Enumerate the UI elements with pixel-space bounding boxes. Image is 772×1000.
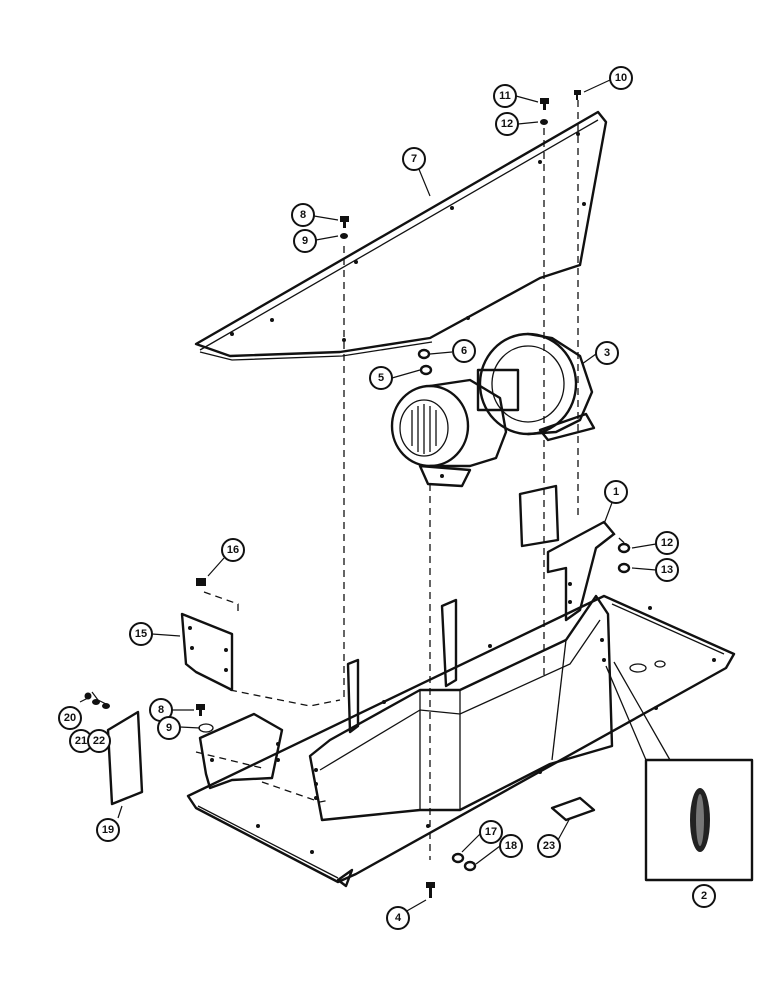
callout-17: 17 [479, 820, 503, 844]
svg-text:3: 3 [604, 347, 610, 359]
callout-6: 6 [452, 339, 476, 363]
svg-text:12: 12 [501, 118, 513, 130]
cover-plate-icon [518, 484, 560, 548]
callout-16: 16 [221, 538, 245, 562]
svg-text:22: 22 [93, 735, 105, 747]
callout-15: 15 [129, 622, 153, 646]
top-cover-panel [194, 110, 608, 361]
svg-text:18: 18 [505, 840, 517, 852]
svg-text:16: 16 [227, 544, 239, 556]
callout-9: 9 [293, 229, 317, 253]
bracket-icon [180, 520, 616, 790]
callout-8: 8 [149, 698, 173, 722]
svg-text:9: 9 [302, 235, 308, 247]
callout-1: 1 [604, 480, 628, 504]
svg-text:8: 8 [300, 209, 306, 221]
blower-fan-icon [390, 332, 596, 488]
svg-text:13: 13 [661, 564, 673, 576]
svg-text:5: 5 [378, 372, 384, 384]
svg-text:12: 12 [661, 537, 673, 549]
svg-text:9: 9 [166, 722, 172, 734]
washer-icon [92, 119, 548, 864]
base-floor-panel [186, 594, 736, 888]
alignment-lines [195, 100, 631, 860]
svg-text:10: 10 [615, 72, 627, 84]
callout-12: 12 [655, 531, 679, 555]
svg-text:4: 4 [395, 912, 402, 924]
callout-12: 12 [495, 112, 519, 136]
svg-text:17: 17 [485, 826, 497, 838]
svg-text:20: 20 [64, 712, 76, 724]
callout-9: 9 [157, 716, 181, 740]
svg-text:19: 19 [102, 824, 114, 836]
callout-23: 23 [537, 834, 561, 858]
callout-8: 8 [291, 203, 315, 227]
svg-text:15: 15 [135, 628, 147, 640]
svg-text:7: 7 [411, 153, 417, 165]
callout-2: 2 [692, 884, 716, 908]
duct-icon [308, 594, 614, 822]
callout-22: 22 [87, 729, 111, 753]
callout-7: 7 [402, 147, 426, 171]
svg-text:2: 2 [701, 890, 707, 902]
callout-20: 20 [58, 706, 82, 730]
svg-text:23: 23 [543, 840, 555, 852]
callout-18: 18 [499, 834, 523, 858]
callout-3: 3 [595, 341, 619, 365]
svg-text:11: 11 [499, 90, 511, 102]
side-plate-icon [106, 710, 144, 806]
nut-icon [102, 364, 631, 872]
svg-text:8: 8 [158, 704, 164, 716]
svg-text:6: 6 [461, 345, 467, 357]
bolt-icon [84, 90, 581, 898]
svg-text:21: 21 [75, 735, 87, 747]
callout-10: 10 [609, 66, 633, 90]
callout-4: 4 [386, 906, 410, 930]
callout-13: 13 [655, 558, 679, 582]
label-tag-icon [550, 796, 596, 822]
callout-5: 5 [369, 366, 393, 390]
leader-lines [79, 79, 657, 917]
svg-text:1: 1 [613, 486, 619, 498]
callout-11: 11 [493, 84, 517, 108]
grommet-detail-inset [605, 661, 754, 882]
callout-19: 19 [96, 818, 120, 842]
